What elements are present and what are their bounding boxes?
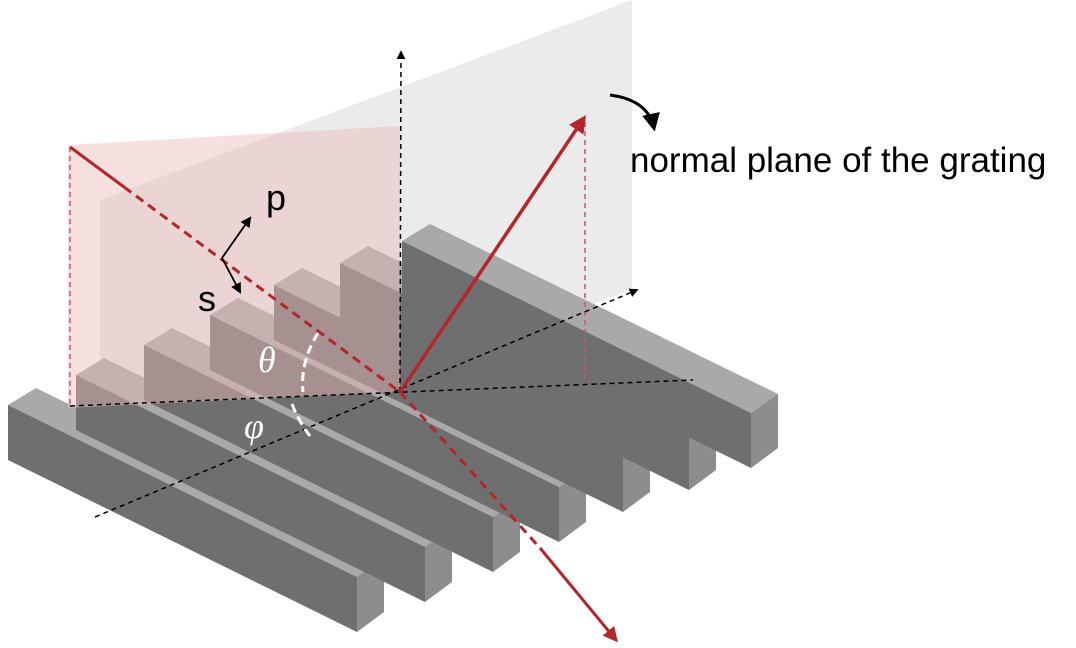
normal-plane-label: normal plane of the grating: [630, 141, 1046, 180]
polarization-arrows: [221, 216, 252, 294]
grating-bar: [402, 224, 778, 468]
axes: [69, 50, 694, 518]
phi-arc: [290, 403, 312, 437]
p-arrow: [221, 216, 252, 259]
x-axis: [94, 288, 639, 518]
transmitted-beam-dashed: [398, 390, 542, 550]
theta-label: θ: [258, 340, 276, 380]
reflected-beam: [398, 115, 586, 393]
theta-arc: [301, 332, 320, 393]
curved-arrow-icon: [609, 93, 660, 132]
phi-label: φ: [244, 406, 264, 446]
z-axis: [396, 50, 406, 393]
p-label: p: [266, 177, 286, 218]
s-arrow: [221, 257, 242, 294]
y-axis: [69, 379, 694, 407]
incident-beam-dashed: [123, 185, 401, 394]
transmitted-beam: [538, 547, 618, 643]
grating: [8, 224, 778, 632]
s-label: s: [198, 278, 216, 319]
incident-beam-solid: [69, 145, 125, 189]
beams: [69, 115, 618, 643]
